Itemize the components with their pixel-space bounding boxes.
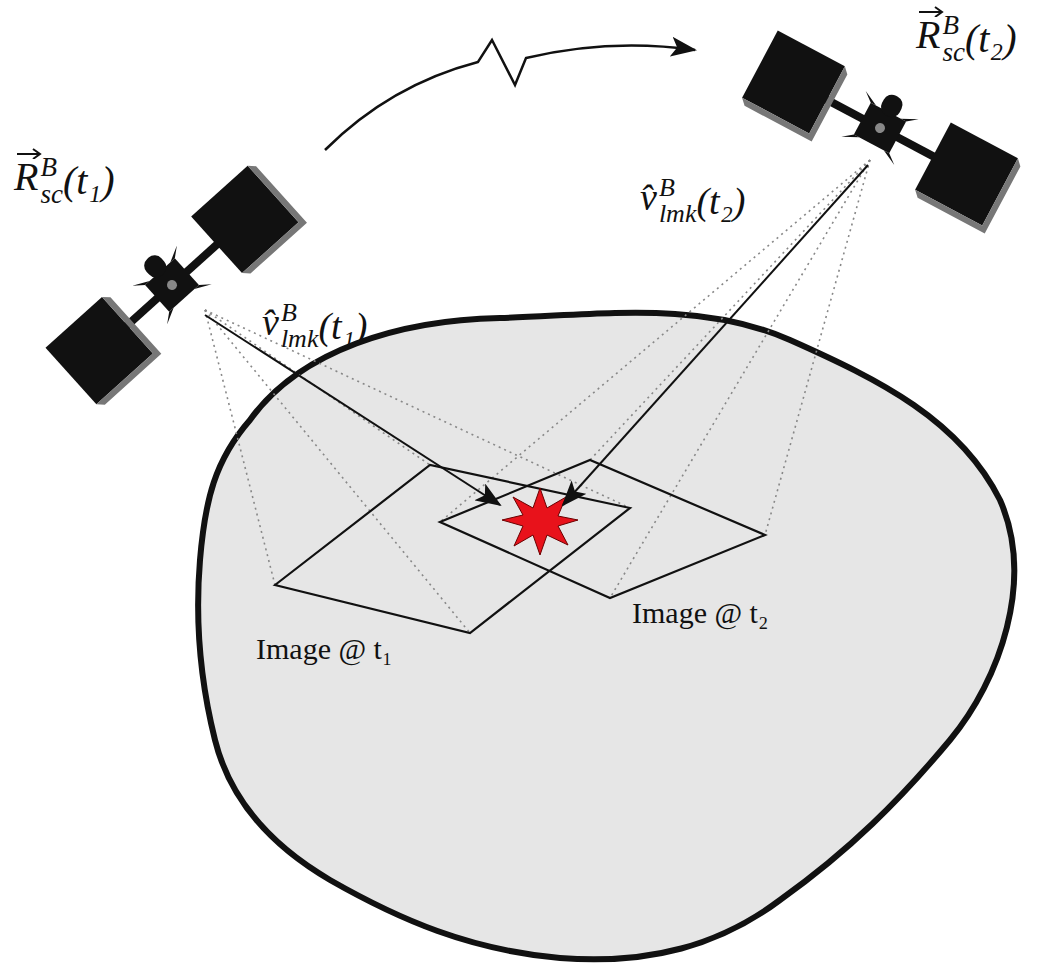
math-label: RBsc(t₂) [916, 6, 1017, 66]
vector-symbol: R [916, 15, 940, 55]
landmark-star [502, 488, 578, 555]
superscript: B [40, 154, 63, 181]
math-label: v̂Blmk(t₁) [262, 300, 368, 352]
vector-symbol: R [14, 157, 38, 197]
math-label: RBsc(t₁) [14, 148, 115, 208]
image-label: Image @ t₁ [256, 632, 392, 666]
script-stack: Blmk [281, 300, 319, 352]
time-argument: (t₂) [696, 180, 745, 222]
superscript: B [281, 300, 319, 326]
math-label: v̂Blmk(t₂) [640, 175, 746, 227]
subscript: sc [40, 181, 63, 208]
subscript: lmk [281, 326, 319, 352]
image-label: Image @ t₂ [632, 596, 768, 630]
image-footprint [440, 460, 765, 598]
subscript: lmk [659, 201, 697, 227]
time-argument: (t₂) [965, 16, 1017, 61]
script-stack: Bsc [40, 154, 63, 208]
superscript: B [942, 12, 965, 39]
time-argument: (t₁) [63, 158, 115, 203]
superscript: B [659, 175, 697, 201]
vector-symbol: v̂ [262, 303, 279, 341]
spacecraft [739, 31, 1023, 234]
motion-arrow [325, 40, 695, 150]
line-of-sight-vector [563, 165, 868, 505]
subscript: sc [942, 39, 965, 66]
vector-symbol: v̂ [640, 178, 657, 216]
view-frustum [205, 160, 870, 633]
asteroid-outline [198, 313, 1014, 960]
script-stack: Bsc [942, 12, 965, 66]
time-argument: (t₁) [318, 305, 367, 347]
script-stack: Blmk [659, 175, 697, 227]
